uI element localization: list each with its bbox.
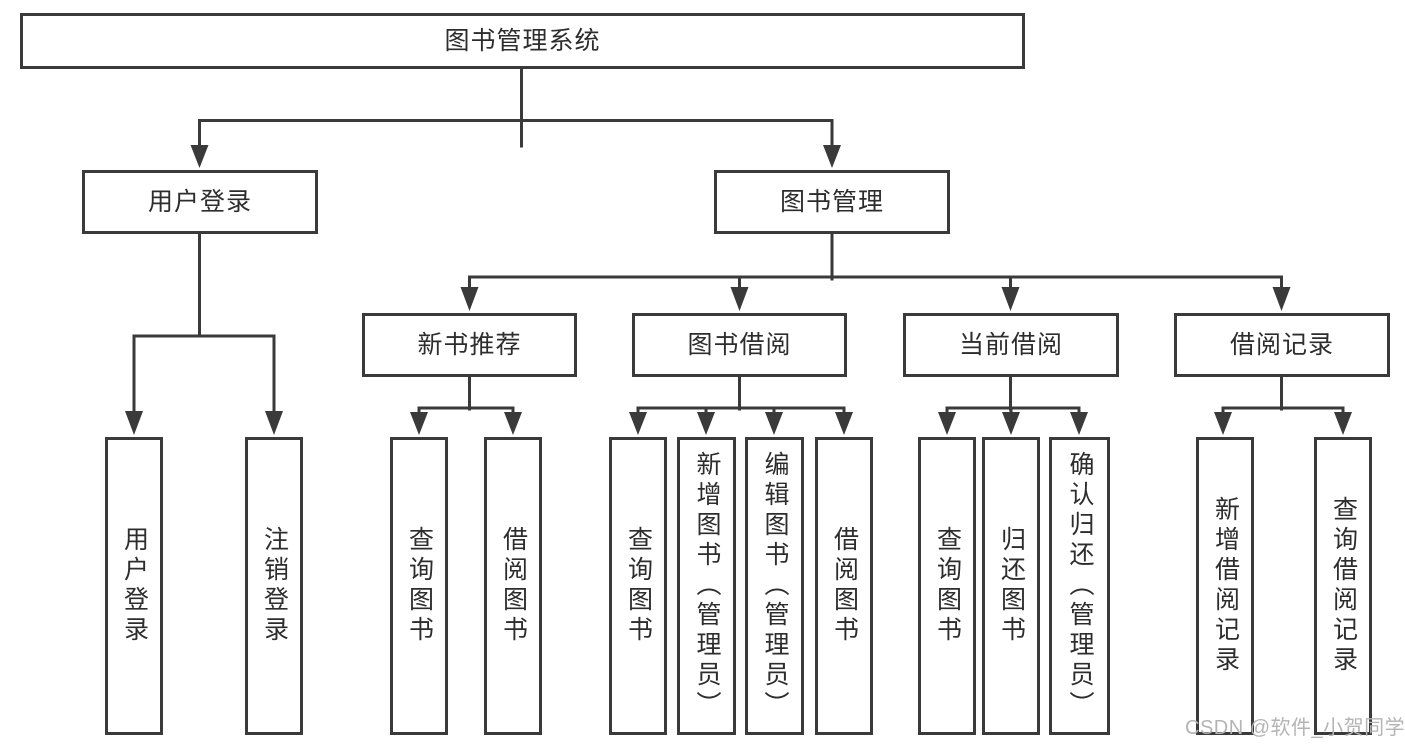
leaf-logout: 注销登录 [245, 437, 303, 735]
node-new-book-recommend: 新书推荐 [362, 313, 577, 377]
csdn-watermark: CSDN @软件_小贺同学 [1185, 717, 1405, 739]
leaf-edit-book-admin: 编辑图书（管理员） [745, 437, 804, 735]
leaf-add-book-admin: 新增图书（管理员） [677, 437, 736, 735]
leaf-label: 归还图书 [997, 526, 1026, 646]
leaf-return-books: 归还图书 [982, 437, 1040, 735]
leaf-borrow-books-borrowing: 借阅图书 [815, 437, 873, 735]
node-label: 新书推荐 [417, 330, 522, 359]
node-book-borrowing: 图书借阅 [632, 313, 847, 377]
node-label: 图书借阅 [687, 330, 792, 359]
node-label: 图书管理系统 [444, 26, 601, 55]
node-label: 当前借阅 [958, 330, 1063, 359]
leaf-borrow-books-recommend: 借阅图书 [484, 437, 542, 735]
leaf-label: 查询图书 [405, 526, 434, 646]
leaf-label: 编辑图书（管理员） [761, 451, 789, 721]
leaf-query-borrow-record: 查询借阅记录 [1314, 437, 1372, 735]
node-label: 图书管理 [779, 187, 884, 216]
leaf-user-login: 用户登录 [105, 437, 163, 735]
leaf-add-borrow-record: 新增借阅记录 [1196, 437, 1254, 735]
leaf-query-books-current: 查询图书 [918, 437, 976, 735]
node-book-management: 图书管理 [714, 170, 950, 234]
leaf-query-books-borrowing: 查询图书 [609, 437, 667, 735]
leaf-label: 确认归还（管理员） [1066, 451, 1094, 721]
leaf-label: 注销登录 [260, 526, 289, 646]
node-current-borrowing: 当前借阅 [903, 313, 1119, 377]
leaf-label: 查询图书 [624, 526, 653, 646]
leaf-label: 借阅图书 [499, 526, 528, 646]
leaf-label: 新增借阅记录 [1211, 496, 1240, 676]
leaf-label: 查询图书 [933, 526, 962, 646]
node-label: 借阅记录 [1229, 330, 1334, 359]
node-label: 用户登录 [147, 187, 252, 216]
leaf-label: 查询借阅记录 [1329, 496, 1358, 676]
leaf-query-books-recommend: 查询图书 [390, 437, 448, 735]
node-user-login: 用户登录 [82, 170, 318, 234]
node-borrowing-records: 借阅记录 [1174, 313, 1390, 377]
leaf-confirm-return-admin: 确认归还（管理员） [1049, 437, 1110, 735]
leaf-label: 新增图书（管理员） [693, 451, 721, 721]
node-root-library-management-system: 图书管理系统 [20, 13, 1025, 69]
leaf-label: 用户登录 [120, 526, 149, 646]
leaf-label: 借阅图书 [830, 526, 859, 646]
